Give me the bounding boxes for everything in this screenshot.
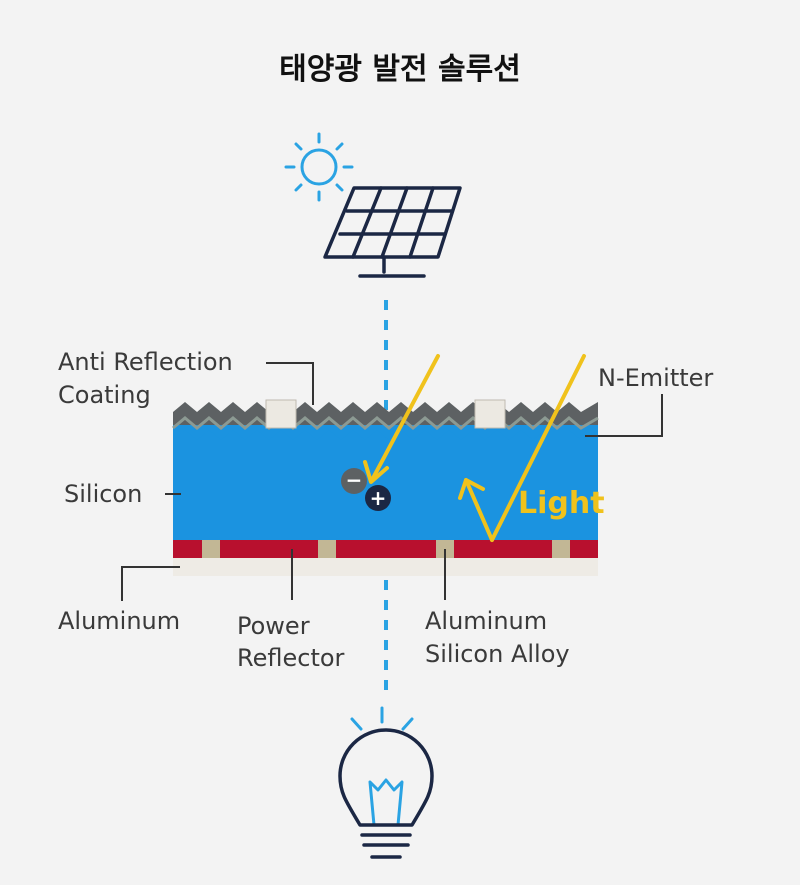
hole-icon — [365, 485, 391, 511]
n-emitter-layer — [172, 416, 599, 430]
solar-panel-icon — [323, 186, 462, 278]
light-ray-incoming — [363, 354, 440, 484]
hole-sign: + — [369, 486, 387, 510]
label-alloy-line1: Aluminum — [425, 607, 548, 635]
front-contact-left — [265, 399, 297, 429]
sun-icon — [284, 132, 354, 202]
label-silicon: Silicon — [64, 480, 143, 508]
label-anti-reflection-line1: Anti Reflection — [58, 348, 233, 376]
label-aluminum: Aluminum — [58, 607, 181, 635]
power-reflector-layer — [173, 540, 598, 558]
diagram-title: 태양광 발전 솔루션 — [279, 52, 521, 87]
leader-n-emitter — [585, 394, 663, 437]
alloy-contact — [318, 540, 336, 558]
light-bulb-icon — [338, 706, 434, 859]
aluminum-layer — [173, 558, 598, 576]
alloy-contact — [202, 540, 220, 558]
silicon-top-edge — [173, 430, 598, 450]
label-power-reflector-line1: Power — [237, 612, 310, 640]
front-contact-right — [474, 399, 506, 429]
leader-anti-reflection — [266, 362, 314, 405]
electron-sign: − — [345, 468, 363, 492]
label-alloy-line2: Silicon Alloy — [425, 640, 570, 668]
label-power-reflector-line2: Reflector — [237, 644, 345, 672]
alloy-contact — [552, 540, 570, 558]
label-anti-reflection-line2: Coating — [58, 381, 151, 409]
electron-icon — [341, 468, 367, 494]
leader-aluminum — [121, 566, 180, 601]
light-ray-reflected — [458, 354, 586, 542]
label-n-emitter: N-Emitter — [598, 364, 714, 392]
label-light: Light — [518, 486, 605, 521]
